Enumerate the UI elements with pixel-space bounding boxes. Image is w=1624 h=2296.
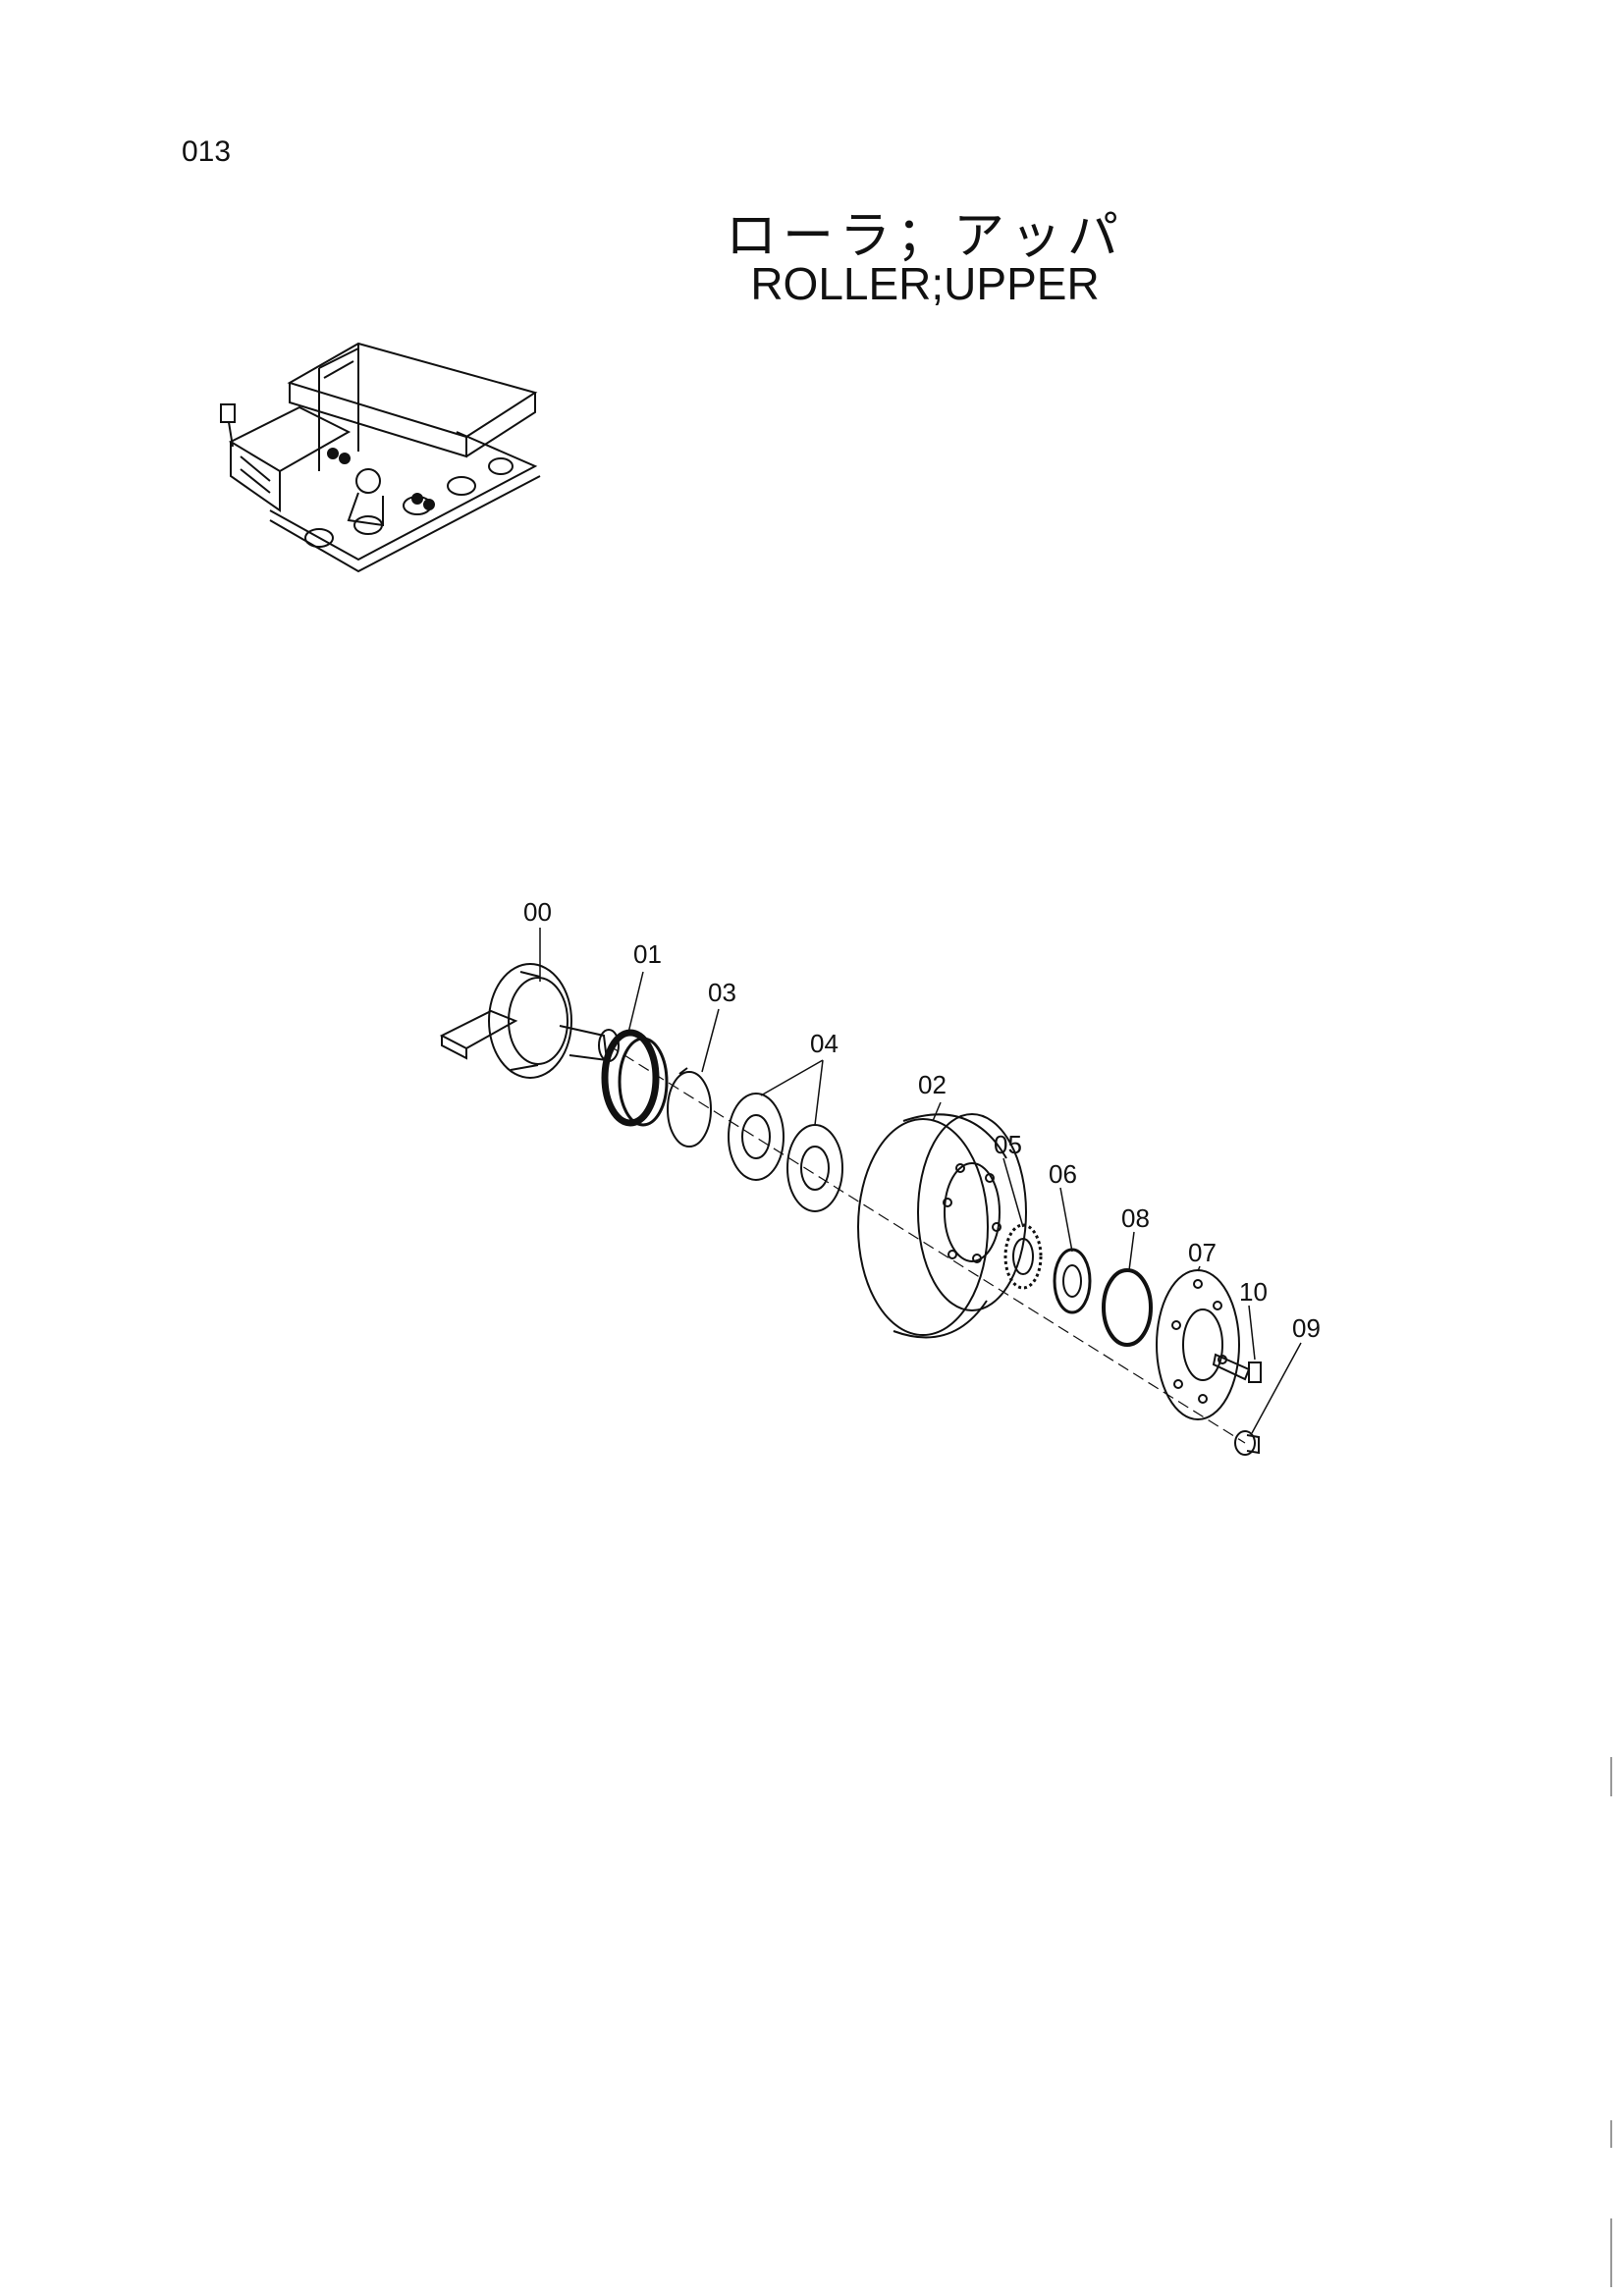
part-09-plug <box>1234 1430 1260 1456</box>
callout-00: 00 <box>523 897 552 927</box>
part-00-shaft-bracket <box>439 963 620 1079</box>
scan-mark <box>1610 1757 1612 1796</box>
title-english: ROLLER;UPPER <box>750 258 1100 309</box>
callout-10: 10 <box>1239 1277 1268 1307</box>
part-06-nut <box>1053 1248 1092 1314</box>
part-01-floating-seal <box>601 1029 669 1127</box>
part-03-snap-ring <box>667 1067 712 1148</box>
part-08-o-ring <box>1102 1268 1153 1347</box>
callout-01: 01 <box>633 939 662 969</box>
callout-07: 07 <box>1188 1238 1217 1267</box>
part-10-bolt <box>1212 1353 1262 1383</box>
callout-02: 02 <box>918 1070 947 1099</box>
scan-mark <box>1610 2120 1612 2148</box>
callout-04: 04 <box>810 1029 839 1058</box>
callout-06: 06 <box>1049 1159 1077 1189</box>
callout-03: 03 <box>708 978 736 1007</box>
part-07-cover <box>1156 1269 1240 1420</box>
page-number: 013 <box>182 135 232 168</box>
scan-mark <box>1610 2218 1612 2287</box>
part-05-lock-washer <box>1003 1223 1043 1290</box>
callout-09: 09 <box>1292 1313 1321 1343</box>
callout-05: 05 <box>994 1130 1022 1159</box>
callout-08: 08 <box>1121 1203 1150 1233</box>
part-04-bearing <box>728 1093 843 1212</box>
vehicle-locator-illustration <box>220 342 541 573</box>
part-02-roller <box>857 1113 1027 1339</box>
title-japanese: ローラ；アッパ <box>725 207 1124 266</box>
exploded-parts-diagram: 00 01 03 04 02 05 06 08 07 10 09 <box>439 897 1321 1456</box>
